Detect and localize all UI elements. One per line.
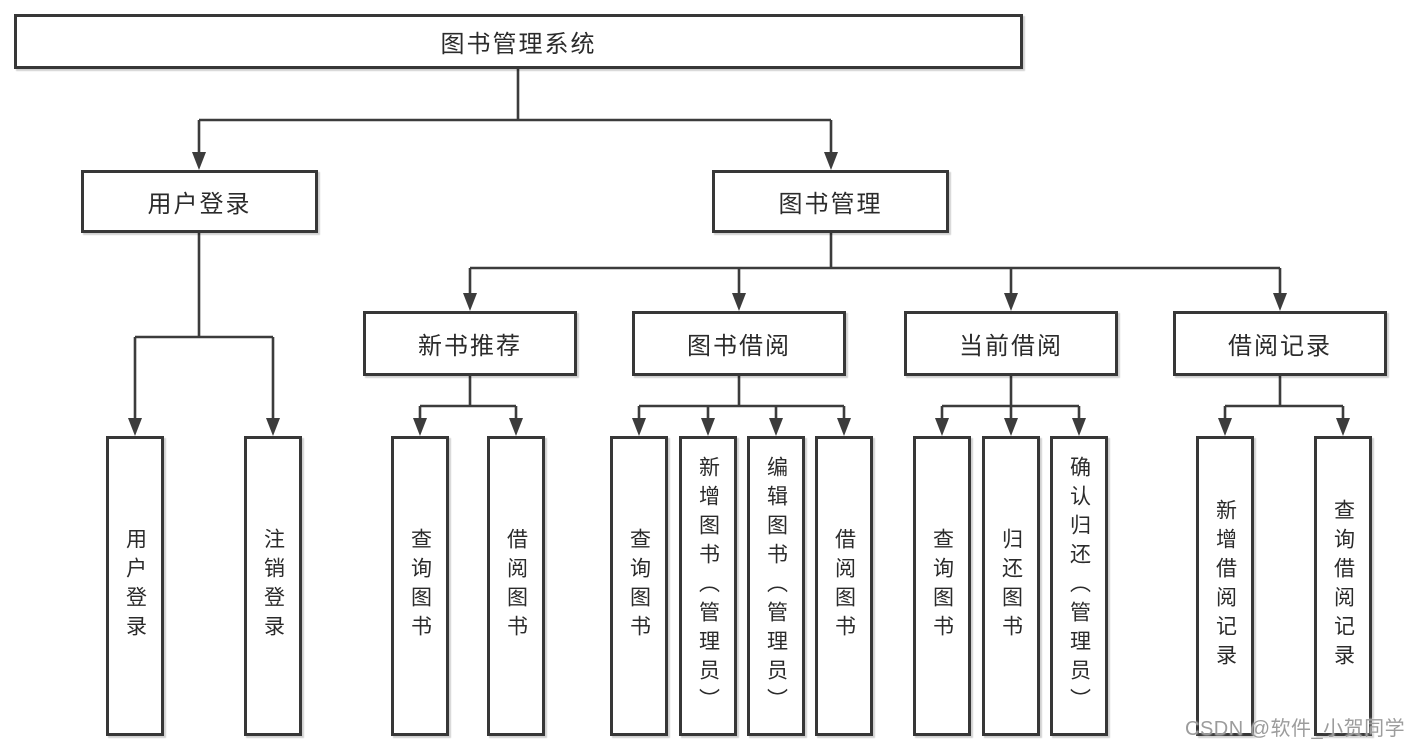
arrowhead [732, 293, 746, 311]
leaf-records-add-borrow-record: 新增借阅记录 [1196, 436, 1254, 736]
leaf-borrowing-add-books-admin: 新增图书（管理员） [679, 436, 737, 736]
leaf-label: 确认归还（管理员） [1067, 455, 1091, 717]
node-user-login: 用户登录 [81, 170, 318, 233]
node-label: 用户登录 [147, 191, 252, 218]
connector-root-to-level2 [192, 69, 838, 170]
leaf-label: 新增图书（管理员） [696, 455, 720, 717]
node-label: 借阅记录 [1228, 333, 1332, 360]
leaf-current-return-books: 归还图书 [982, 436, 1040, 736]
arrowhead [824, 152, 838, 170]
arrowhead [837, 418, 851, 436]
node-label: 图书借阅 [687, 333, 791, 360]
arrowhead [632, 418, 646, 436]
node-library-management-system: 图书管理系统 [14, 14, 1023, 69]
arrowhead [1004, 293, 1018, 311]
leaf-label: 查询借阅记录 [1331, 499, 1355, 673]
leaf-label: 查询图书 [408, 528, 432, 644]
leaf-borrowing-query-books: 查询图书 [610, 436, 668, 736]
arrowhead [463, 293, 477, 311]
leaf-current-confirm-return-admin: 确认归还（管理员） [1050, 436, 1108, 736]
arrowhead [769, 418, 783, 436]
arrowhead [413, 418, 427, 436]
node-book-management: 图书管理 [712, 170, 949, 233]
leaf-records-query-borrow-record: 查询借阅记录 [1314, 436, 1372, 736]
arrowhead [509, 418, 523, 436]
arrowhead [128, 418, 142, 436]
leaf-label: 归还图书 [999, 528, 1023, 644]
leaf-label: 用户登录 [123, 528, 147, 644]
arrowhead [935, 418, 949, 436]
node-label: 图书管理 [778, 191, 883, 218]
leaf-label: 编辑图书（管理员） [764, 455, 788, 717]
arrowhead [1273, 293, 1287, 311]
connector-borrowing-to-leaves [632, 376, 851, 436]
node-book-borrowing: 图书借阅 [632, 311, 846, 376]
leaf-recommend-query-books: 查询图书 [391, 436, 449, 736]
arrowhead [266, 418, 280, 436]
arrowhead [1072, 418, 1086, 436]
connector-current-to-leaves [935, 376, 1086, 436]
arrowhead [1004, 418, 1018, 436]
arrowhead [1218, 418, 1232, 436]
node-label: 图书管理系统 [440, 31, 597, 58]
connector-login-to-leaves [128, 233, 280, 436]
connector-management-to-level3 [463, 233, 1287, 311]
leaf-borrowing-edit-books-admin: 编辑图书（管理员） [747, 436, 805, 736]
arrowhead [701, 418, 715, 436]
arrowhead [192, 152, 206, 170]
node-label: 当前借阅 [959, 333, 1063, 360]
leaf-label: 借阅图书 [504, 528, 528, 644]
leaf-borrowing-borrow-books: 借阅图书 [815, 436, 873, 736]
leaf-label: 查询图书 [930, 528, 954, 644]
leaf-label: 新增借阅记录 [1213, 499, 1237, 673]
leaf-label: 借阅图书 [832, 528, 856, 644]
connector-recommend-to-leaves [413, 376, 523, 436]
arrowhead [1336, 418, 1350, 436]
leaf-logout: 注销登录 [244, 436, 302, 736]
leaf-label: 查询图书 [627, 528, 651, 644]
node-current-borrowing: 当前借阅 [904, 311, 1118, 376]
node-new-book-recommend: 新书推荐 [363, 311, 577, 376]
leaf-recommend-borrow-books: 借阅图书 [487, 436, 545, 736]
csdn-watermark: CSDN @软件_小贺同学 [1185, 718, 1405, 740]
leaf-label: 注销登录 [261, 528, 285, 644]
connector-records-to-leaves [1218, 376, 1350, 436]
leaf-user-login: 用户登录 [106, 436, 164, 736]
node-label: 新书推荐 [418, 333, 522, 360]
node-borrowing-records: 借阅记录 [1173, 311, 1387, 376]
leaf-current-query-books: 查询图书 [913, 436, 971, 736]
